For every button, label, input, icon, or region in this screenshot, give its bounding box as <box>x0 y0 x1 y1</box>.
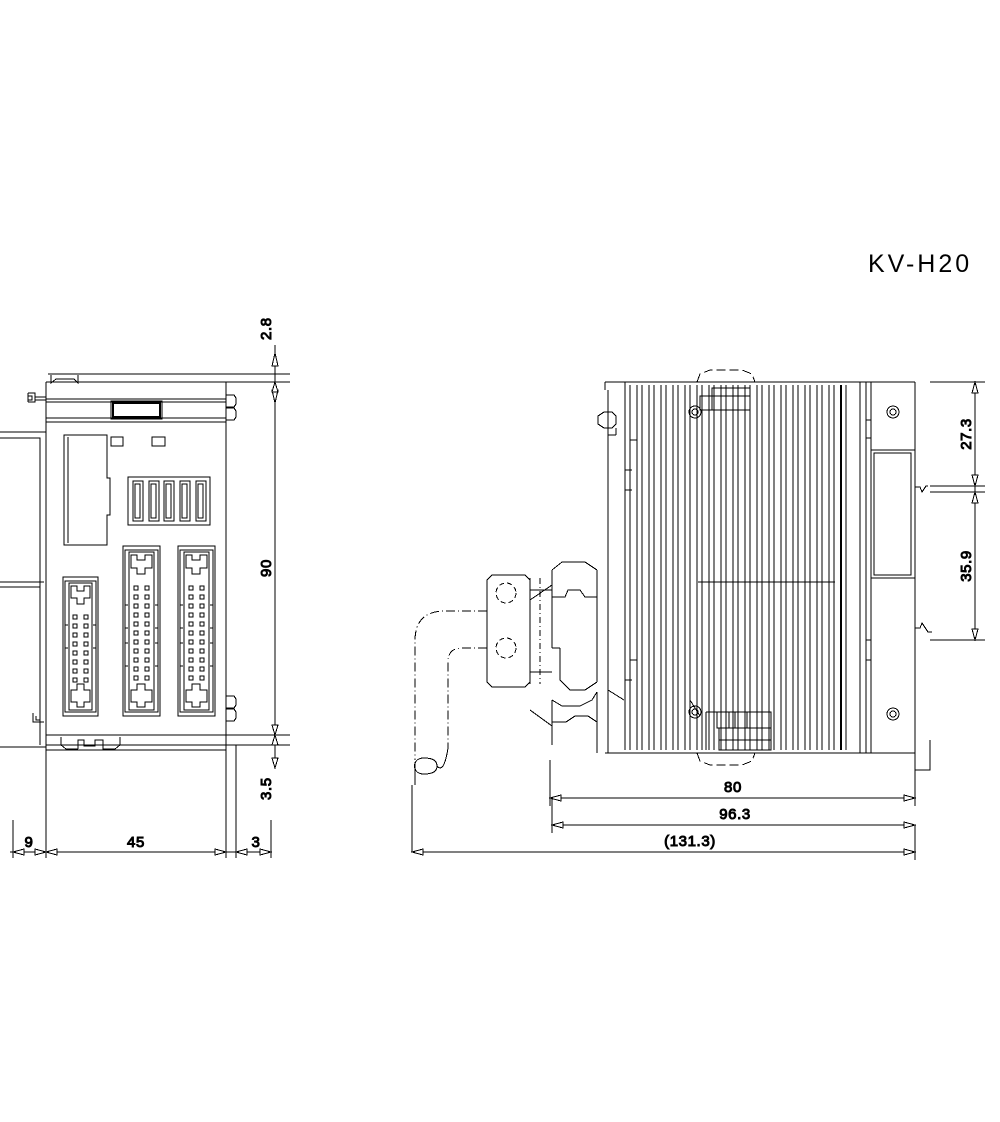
side-cable-end <box>414 747 449 785</box>
front-top-cap <box>27 373 237 432</box>
front-connector-1 <box>62 576 99 717</box>
front-din-latch <box>46 734 226 751</box>
front-view <box>0 373 237 751</box>
dim-80-label: 80 <box>724 779 742 796</box>
dim-45-label: 45 <box>127 834 145 851</box>
side-din-hook <box>529 561 625 753</box>
adjacent-module-left <box>0 431 47 748</box>
side-bottom-mount-tab <box>688 699 772 766</box>
dim-3-5-label: 3.5 <box>258 777 275 800</box>
side-cable-bend-phantom <box>414 610 487 760</box>
dim-2-8-label: 2.8 <box>258 317 275 340</box>
side-cable-connector-plate <box>486 574 552 688</box>
dim-3-label: 3 <box>252 834 261 851</box>
side-view-dimensions: 27.3 35.9 80 96.3 (131.3) <box>410 380 985 860</box>
front-vent-slot-block <box>127 476 211 526</box>
side-top-mount-tab <box>688 369 758 419</box>
dim-9-label: 9 <box>25 834 34 851</box>
side-heatsink-fins <box>624 382 847 750</box>
front-connector-2 <box>122 545 161 717</box>
front-indicator-windows <box>110 436 166 447</box>
dim-27-3-label: 27.3 <box>958 418 975 450</box>
front-right-tabs <box>226 695 237 722</box>
front-view-dimensions: 2.8 90 3.5 9 45 3 <box>10 317 290 858</box>
dim-35-9-label: 35.9 <box>958 550 975 582</box>
dim-131-3-label: (131.3) <box>664 833 716 850</box>
side-view <box>411 369 932 852</box>
side-right-connector <box>859 382 932 771</box>
part-number-title: KV-H20 <box>868 250 972 278</box>
dim-90-label: 90 <box>258 559 275 577</box>
front-connector-3 <box>177 545 216 717</box>
dim-96-3-label: 96.3 <box>719 806 751 823</box>
front-label-panel <box>63 434 111 546</box>
